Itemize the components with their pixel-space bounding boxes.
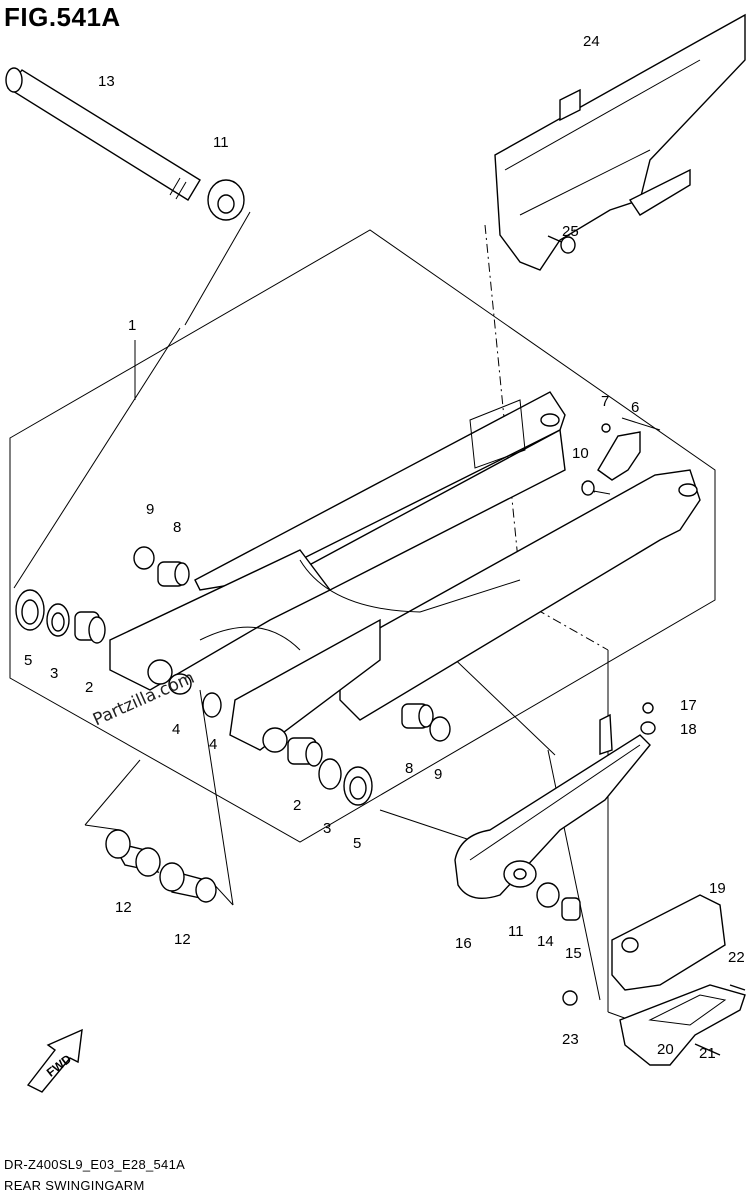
callout-label: 7 <box>601 393 609 410</box>
callout-label: 17 <box>680 697 697 714</box>
callout-label: 5 <box>24 652 32 669</box>
washer-18 <box>640 721 656 735</box>
callout-label: 2 <box>293 797 301 814</box>
callout-label: 13 <box>98 73 115 90</box>
figure-code: DR-Z400SL9_E03_E28_541A <box>4 1157 186 1172</box>
chain-case-24 <box>494 13 746 271</box>
collar-15 <box>561 897 581 921</box>
chain-buffer-16 <box>454 713 651 899</box>
ring-4-left <box>168 673 192 695</box>
bolt-7 <box>601 423 611 433</box>
washer-3-left <box>46 603 70 637</box>
callout-label: 2 <box>85 679 93 696</box>
callout-label: 14 <box>537 933 554 950</box>
callout-label: 4 <box>172 721 180 738</box>
washer-9-upper <box>133 546 155 570</box>
forward-arrow-icon: FWD <box>26 1028 83 1093</box>
washer-11-top <box>207 179 245 221</box>
callout-label: 18 <box>680 721 697 738</box>
callout-label: 1 <box>128 317 136 334</box>
callout-label: 8 <box>173 519 181 536</box>
callout-label: 11 <box>508 923 524 940</box>
callout-label: 9 <box>146 501 154 518</box>
bracket-6 <box>597 431 641 481</box>
spacer-12-right <box>159 862 217 903</box>
callout-labels: 1 2 2 3 3 4 4 5 5 6 7 8 8 9 9 10 11 11 1… <box>24 33 745 1062</box>
callout-label: 11 <box>213 134 229 151</box>
bolt-22 <box>729 984 746 991</box>
washer-11-lower <box>503 860 537 888</box>
bearing-8-lower <box>401 703 434 729</box>
callout-label: 12 <box>174 931 191 948</box>
bolt-21 <box>694 1043 721 1056</box>
bearing-2-left <box>74 611 106 644</box>
callout-label: 23 <box>562 1031 579 1048</box>
bolt-10 <box>581 480 596 496</box>
assembly-outline <box>9 229 716 843</box>
bearing-8-upper <box>157 561 190 587</box>
callout-label: 9 <box>434 766 442 783</box>
nut-23 <box>562 990 578 1006</box>
callout-label: 8 <box>405 760 413 777</box>
callout-label: 24 <box>583 33 600 50</box>
washer-9-lower <box>429 716 451 742</box>
callout-label: 19 <box>709 880 726 897</box>
callout-label: 3 <box>50 665 58 682</box>
callout-label: 15 <box>565 945 582 962</box>
washer-3-right <box>318 758 342 790</box>
callout-label: 22 <box>728 949 745 966</box>
callout-label: 25 <box>562 223 579 240</box>
chain-guide-20 <box>619 984 746 1066</box>
callout-label: 4 <box>209 736 217 753</box>
callout-label: 16 <box>455 935 472 952</box>
chain-guide-19 <box>611 894 726 991</box>
pivot-shaft-13 <box>5 67 201 201</box>
callout-label: 21 <box>699 1045 716 1062</box>
bolt-25 <box>547 235 576 254</box>
swingarm-1 <box>109 391 701 753</box>
callout-label: 6 <box>631 399 639 416</box>
callout-label: 12 <box>115 899 132 916</box>
spacer-12-left <box>105 829 161 877</box>
figure-title: FIG.541A <box>4 2 121 32</box>
oil-seal-5-right <box>343 766 373 806</box>
bearing-2-right <box>287 737 323 767</box>
callout-label: 5 <box>353 835 361 852</box>
bolt-17 <box>642 702 654 714</box>
figure-name: REAR SWINGINGARM <box>4 1178 145 1193</box>
ring-4-center <box>202 692 222 718</box>
oil-seal-5-left <box>15 589 45 631</box>
callout-label: 20 <box>657 1041 674 1058</box>
washer-14 <box>536 882 560 908</box>
callout-label: 10 <box>572 445 589 462</box>
callout-label: 3 <box>323 820 331 837</box>
